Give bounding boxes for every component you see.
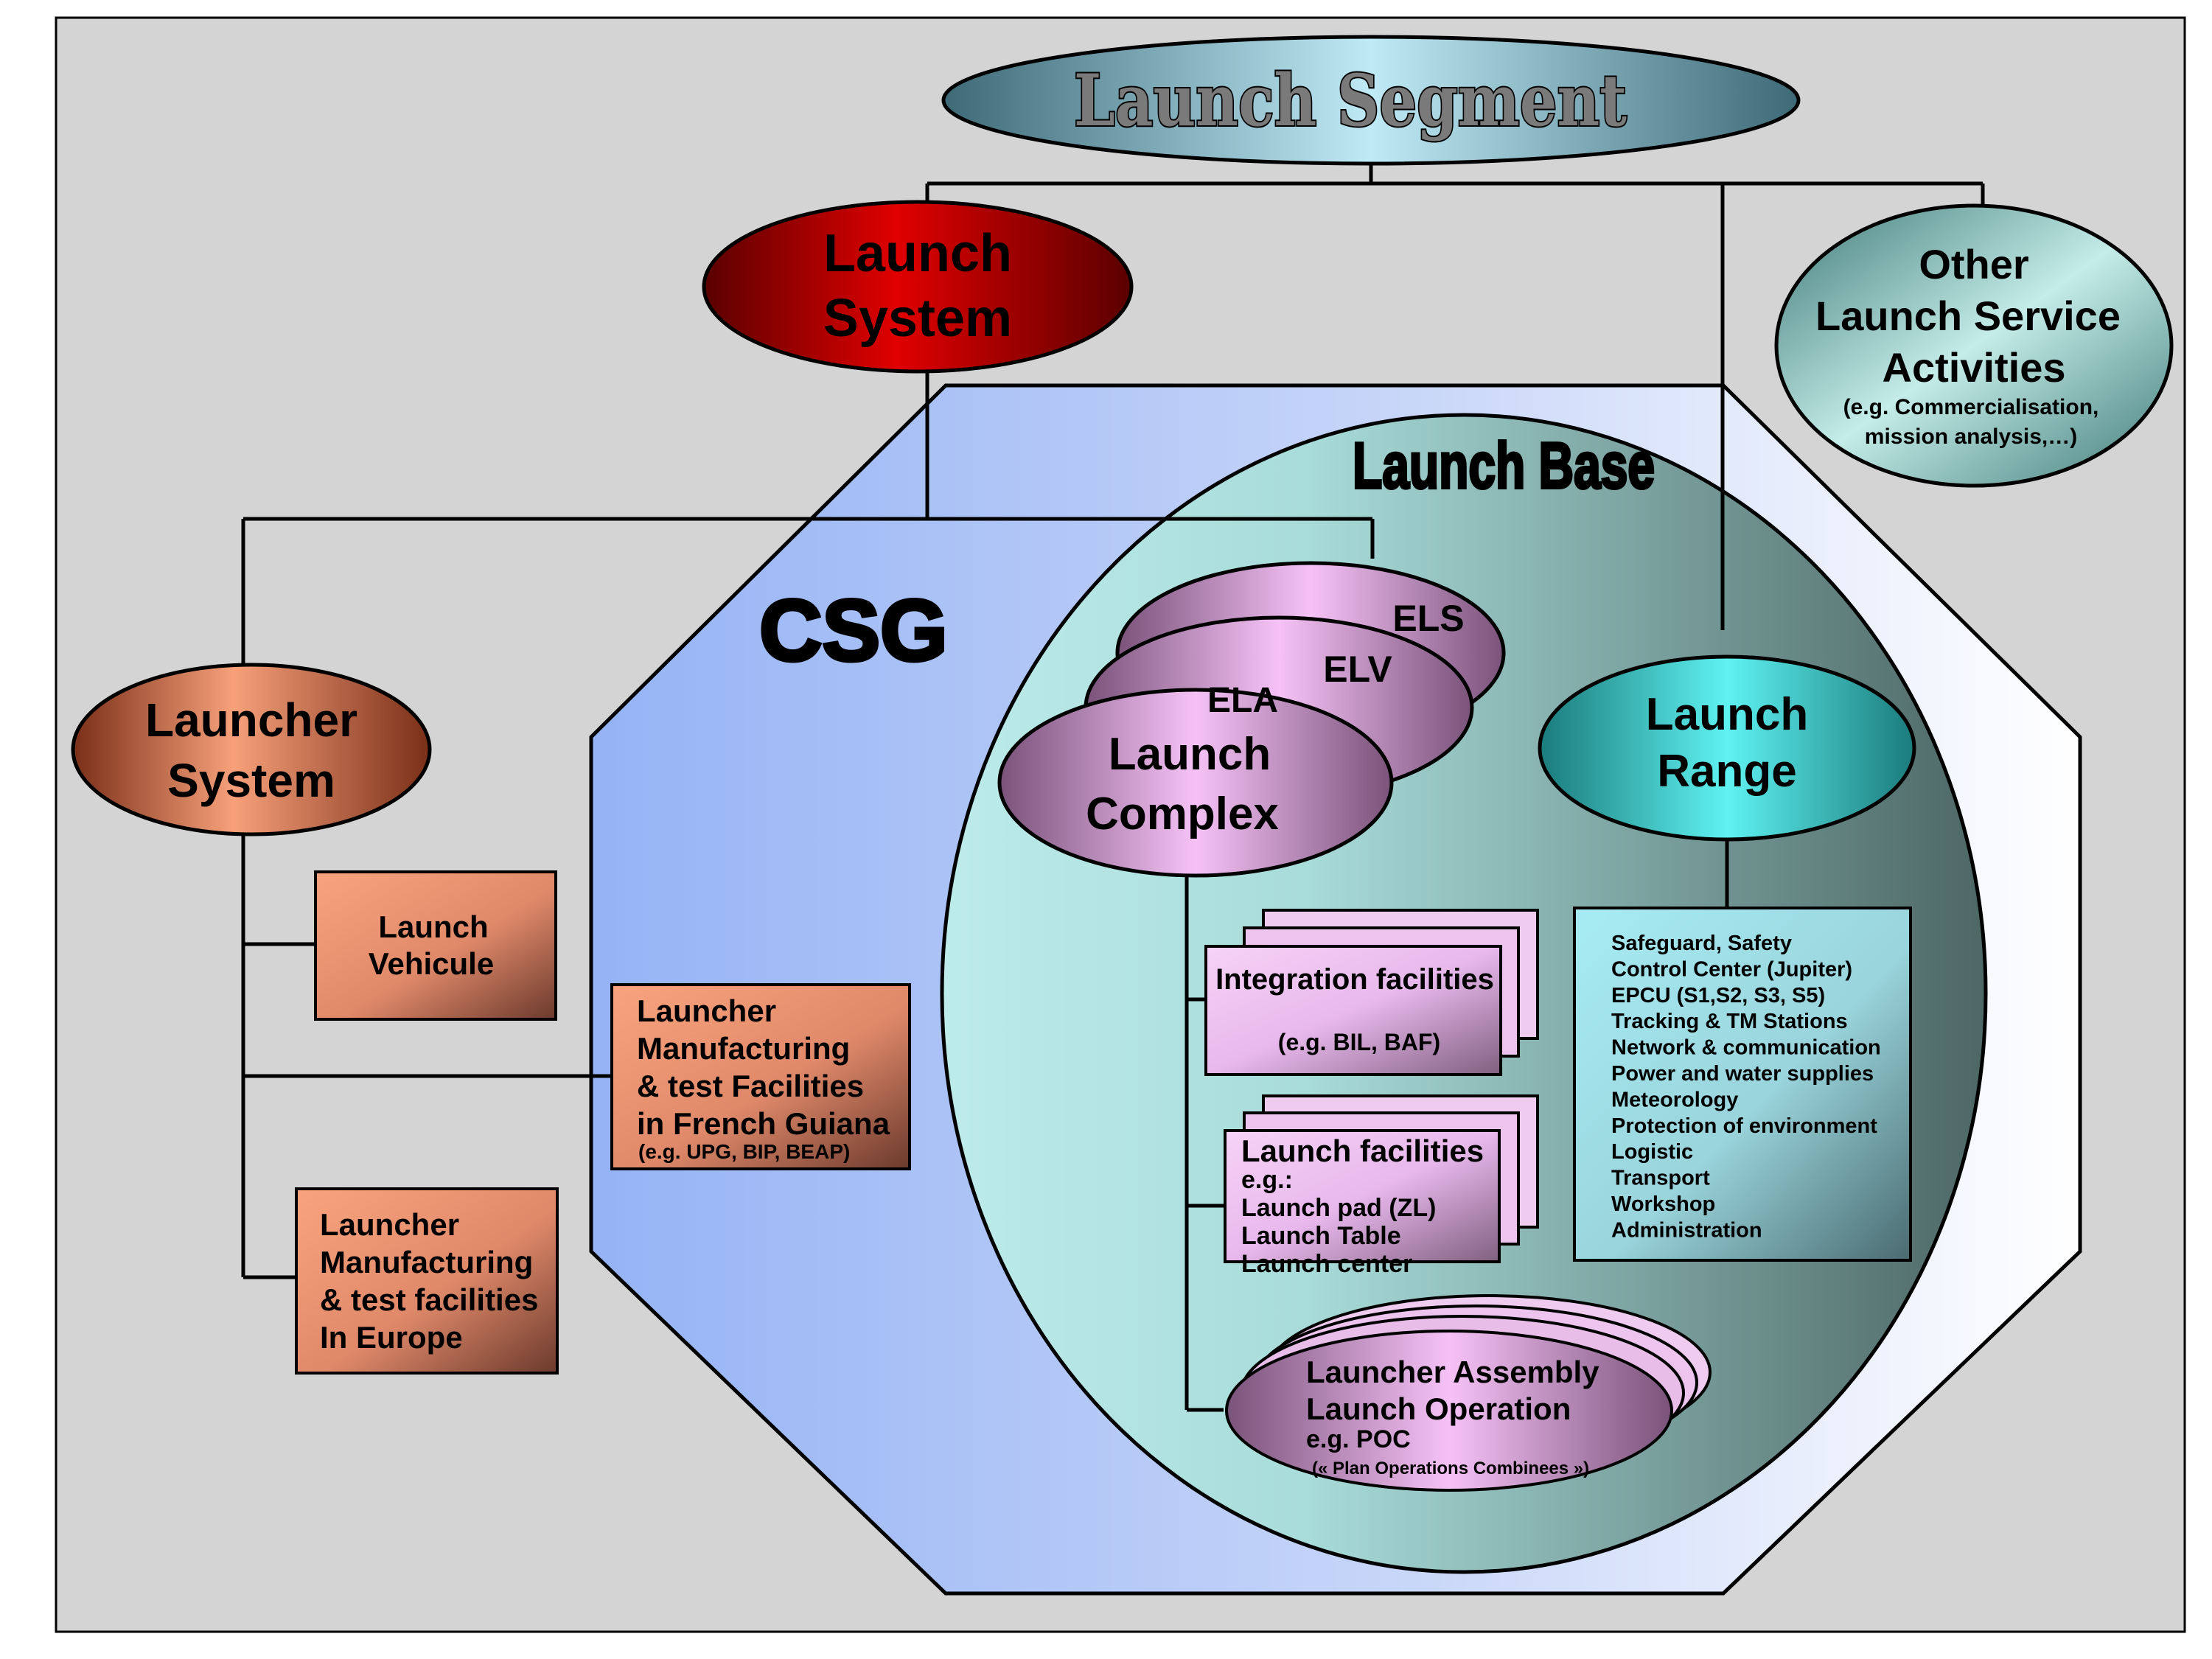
- range-item: Control Center (Jupiter): [1611, 957, 1852, 981]
- range-item: Transport: [1611, 1167, 1710, 1190]
- mfg-guiana-line1: Launcher: [637, 993, 776, 1028]
- launch-system-line1: Launch: [823, 224, 1012, 283]
- range-item: Logistic: [1611, 1140, 1693, 1164]
- els-label: ELS: [1392, 598, 1464, 639]
- csg-label: CSG: [759, 582, 948, 680]
- other-services-note1: (e.g. Commercialisation,: [1843, 395, 2099, 419]
- range-item: Network & communication: [1611, 1036, 1881, 1060]
- launch-segment-title-ellipse: [941, 35, 1801, 166]
- range-item: Workshop: [1611, 1192, 1715, 1216]
- mfg-europe-line4: In Europe: [320, 1320, 463, 1355]
- mfg-guiana-line3: & test Facilities: [637, 1069, 864, 1103]
- range-item: Meteorology: [1611, 1088, 1738, 1111]
- launcher-system-line1: Launcher: [145, 694, 357, 747]
- mfg-europe-line1: Launcher: [320, 1207, 459, 1242]
- assembly-note: (« Plan Operations Combinees »): [1312, 1459, 1589, 1478]
- range-item: Power and water supplies: [1611, 1062, 1874, 1086]
- launch-system-ellipse: [702, 200, 1134, 374]
- range-item: Safeguard, Safety: [1611, 932, 1792, 955]
- launch-range-line1: Launch: [1646, 689, 1808, 740]
- assembly-line1: Launcher Assembly: [1306, 1355, 1599, 1389]
- other-services-note2: mission analysis,…): [1865, 425, 2077, 449]
- launch-complex-line2: Complex: [1086, 789, 1279, 839]
- mfg-europe-line3: & test facilities: [320, 1282, 538, 1317]
- launcher-mfg-europe-box: [295, 1187, 559, 1375]
- launcher-assembly-stack: [1225, 1294, 1712, 1492]
- launch-facilities-item: e.g.:: [1241, 1166, 1293, 1194]
- integration-facilities-title: Integration facilities: [1215, 963, 1494, 996]
- launch-facilities-item: Launch center: [1241, 1250, 1412, 1278]
- launch-range-line2: Range: [1657, 746, 1796, 797]
- launch-range-items-box: [1573, 907, 1912, 1262]
- launch-complex-line1: Launch: [1109, 729, 1271, 780]
- launch-base-label: Launch Base: [1353, 429, 1655, 502]
- launch-system-line2: System: [823, 289, 1012, 348]
- elv-label: ELV: [1323, 649, 1392, 690]
- launch-range-ellipse: [1538, 654, 1916, 842]
- range-item: Administration: [1611, 1218, 1762, 1242]
- launch-vehicule-line1: Launch: [378, 909, 488, 944]
- launch-vehicule-line2: Vehicule: [369, 946, 494, 981]
- mfg-europe-line2: Manufacturing: [320, 1245, 533, 1279]
- mfg-guiana-note: (e.g. UPG, BIP, BEAP): [638, 1140, 850, 1163]
- range-item: EPCU (S1,S2, S3, S5): [1611, 984, 1825, 1007]
- range-item: Tracking & TM Stations: [1611, 1010, 1848, 1033]
- launcher-mfg-guiana-box: [610, 983, 911, 1170]
- launch-facilities-stack: [1224, 1094, 1539, 1263]
- integration-facilities-stack: [1204, 909, 1539, 1076]
- other-launch-service-ellipse: [1774, 203, 2174, 488]
- mfg-guiana-line4: in French Guiana: [637, 1106, 890, 1141]
- launch-facilities-title: Launch facilities: [1241, 1134, 1484, 1168]
- assembly-line3: e.g. POC: [1306, 1425, 1411, 1453]
- other-services-line1: Other: [1919, 241, 2028, 287]
- mfg-guiana-line2: Manufacturing: [637, 1031, 850, 1066]
- assembly-line2: Launch Operation: [1306, 1391, 1571, 1426]
- launcher-system-ellipse: [71, 663, 432, 837]
- range-item: Protection of environment: [1611, 1114, 1877, 1138]
- ela-label: ELA: [1207, 681, 1278, 720]
- integration-facilities-note: (e.g. BIL, BAF): [1278, 1029, 1440, 1055]
- launch-segment-title: Launch Segment: [1074, 59, 1627, 142]
- launcher-system-line2: System: [167, 754, 335, 807]
- launch-complex-ellipse: [997, 688, 1394, 878]
- other-services-line3: Activities: [1883, 344, 2066, 391]
- launch-vehicule-box: [314, 870, 557, 1021]
- launch-facilities-item: Launch Table: [1241, 1222, 1401, 1250]
- other-services-line2: Launch Service: [1815, 293, 2121, 339]
- connector-lines: [241, 163, 1985, 1412]
- launch-facilities-item: Launch pad (ZL): [1241, 1194, 1436, 1222]
